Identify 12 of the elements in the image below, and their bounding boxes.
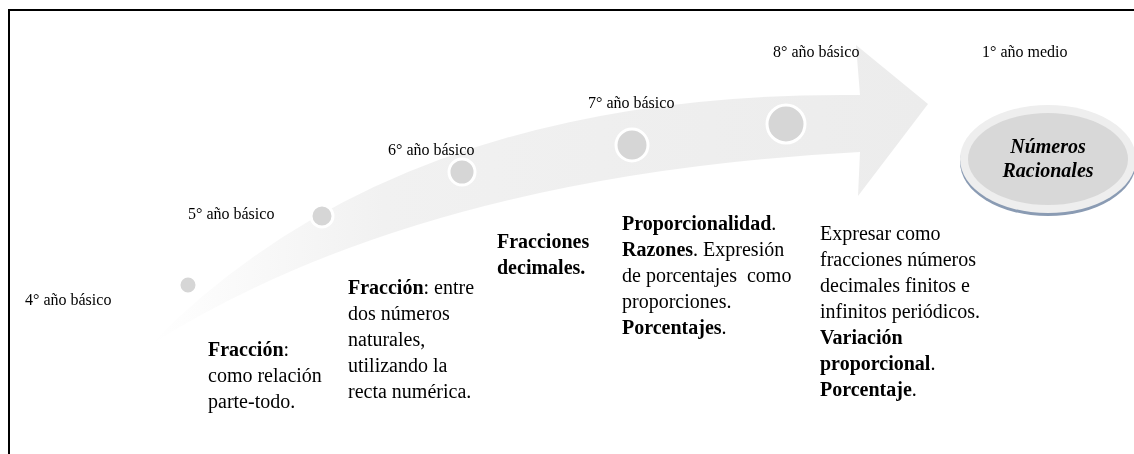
node-title: Números Racionales [1001,134,1095,182]
grade-label: 7° año básico [588,93,675,113]
content-text: Fracciones decimales. [497,229,591,280]
content-text: Expresar como fracciones números decimales finitos e infinitos periódicos. Variación proporcional. Porcentaje. [820,221,981,402]
content-text: Fracción: entre dos números naturales, utilizando la recta numérica. [348,275,476,404]
grade-label: 4° año básico [25,290,112,310]
grade-label: 6° año básico [388,140,475,160]
grade-label: 5° año básico [188,204,275,224]
content-text: Proporcionalidad. Razones. Expresión de porcentajes como proporciones. Porcentajes. [622,211,793,340]
content-text: Fracción: como relación parte-todo. [208,337,323,414]
grade-label: 1° año medio [982,42,1068,62]
grade-label: 8° año básico [773,42,860,62]
